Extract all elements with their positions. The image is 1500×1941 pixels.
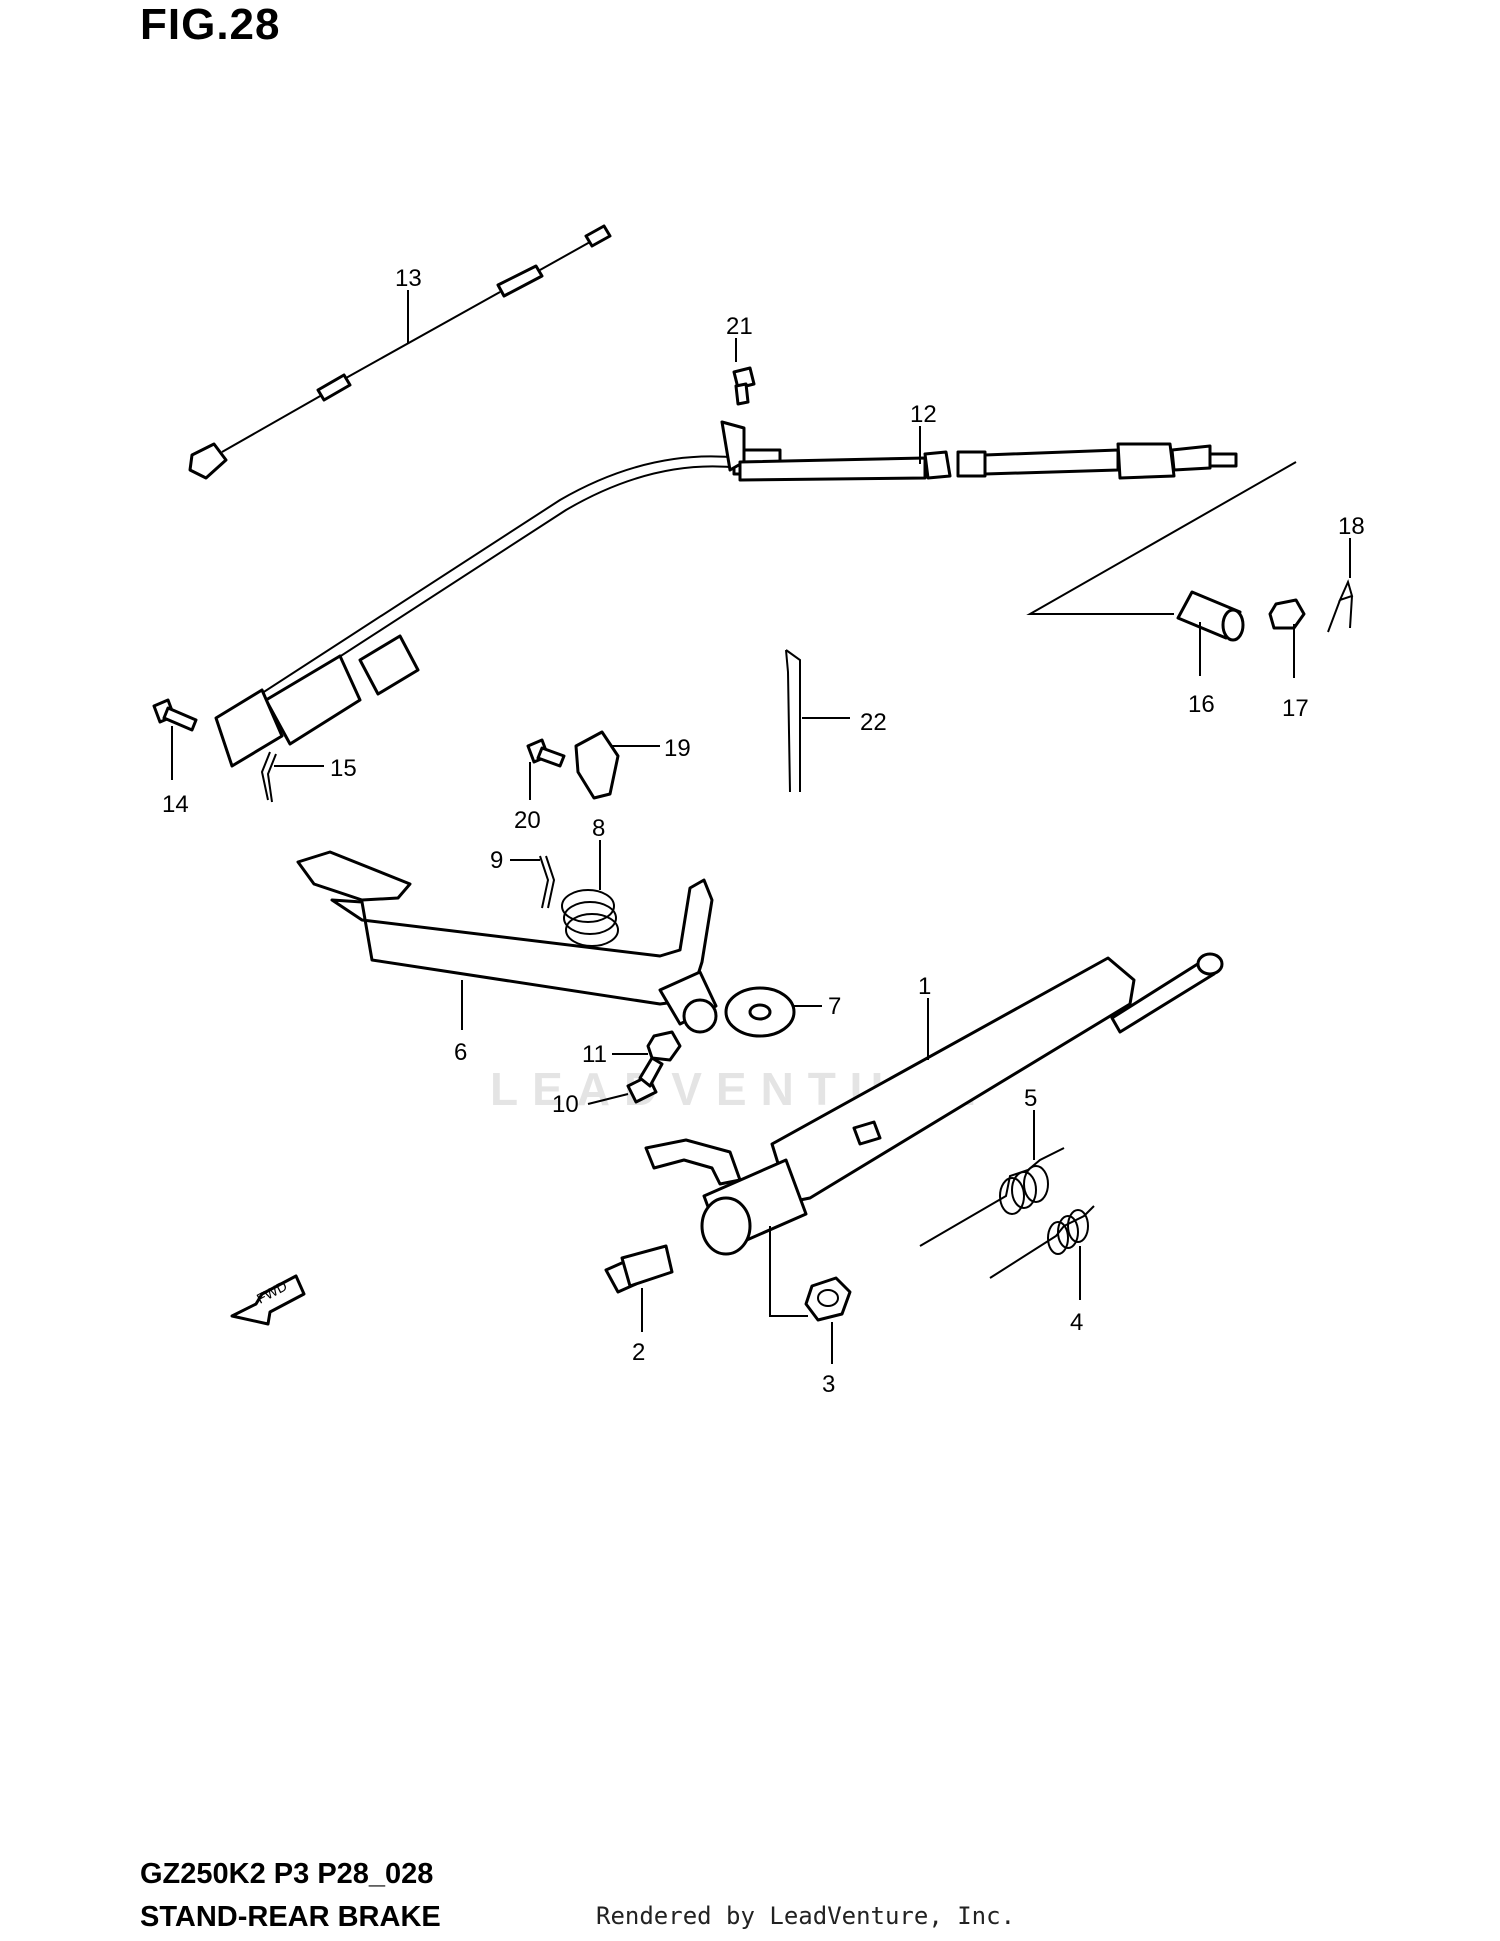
callout-15: 15 [330,755,357,782]
part-14-bolt[interactable] [152,698,198,732]
callout-14: 14 [162,791,189,818]
callout-4: 4 [1070,1309,1083,1336]
part-17-nut[interactable] [1268,598,1306,630]
part-7-washer[interactable] [724,986,796,1038]
callout-21: 21 [726,313,753,340]
model-code: GZ250K2 P3 P28_028 [140,1858,434,1890]
part-13-cable[interactable] [188,224,612,480]
part-9-cotter-pin[interactable] [539,855,556,909]
callout-19: 19 [664,735,691,762]
part-20-bolt[interactable] [526,738,566,768]
part-22-tie[interactable] [785,649,801,793]
part-2-pivot-bolt[interactable] [604,1244,674,1294]
callout-20: 20 [514,807,541,834]
part-19-bracket[interactable] [574,730,620,800]
part-16-sleeve[interactable] [1176,590,1245,642]
callout-17: 17 [1282,695,1309,722]
part-8-spring[interactable] [561,889,619,947]
callout-9: 9 [490,847,503,874]
callout-3: 3 [822,1371,835,1398]
part-10-bolt[interactable] [626,1056,664,1104]
callout-22: 22 [860,709,887,736]
part-11-nut[interactable] [646,1030,682,1062]
callout-7: 7 [828,993,841,1020]
callout-1: 1 [918,973,931,1000]
callout-5: 5 [1024,1085,1037,1112]
render-credit: Rendered by LeadVenture, Inc. [596,1902,1016,1930]
figure-title: FIG.28 [140,0,281,49]
assembly-line-16 [1026,461,1297,615]
part-4-spring[interactable] [989,1205,1095,1279]
callout-13: 13 [395,265,422,292]
callout-11: 11 [582,1041,607,1068]
callout-10: 10 [552,1091,579,1118]
part-12-brake-cable[interactable] [214,420,1238,768]
part-1-side-stand[interactable] [644,952,1224,1256]
callout-18: 18 [1338,513,1365,540]
part-21-bolt[interactable] [732,366,756,406]
callout-16: 16 [1188,691,1215,718]
section-title: STAND-REAR BRAKE [140,1901,441,1933]
fwd-arrow-icon: FWD [230,1274,306,1326]
part-15-cotter-pin[interactable] [260,751,277,803]
callout-12: 12 [910,401,937,428]
part-3-nut[interactable] [804,1276,852,1322]
leader-lines [171,290,1351,1364]
callout-labels: 13 21 12 18 16 17 14 15 19 20 22 8 9 6 7… [162,265,1365,1398]
part-18-clip[interactable] [1327,579,1354,633]
part-5-spring[interactable] [919,1147,1065,1247]
callout-2: 2 [632,1339,645,1366]
part-6-brake-pedal[interactable] [296,850,718,1034]
callout-8: 8 [592,815,605,842]
callout-6: 6 [454,1039,467,1066]
